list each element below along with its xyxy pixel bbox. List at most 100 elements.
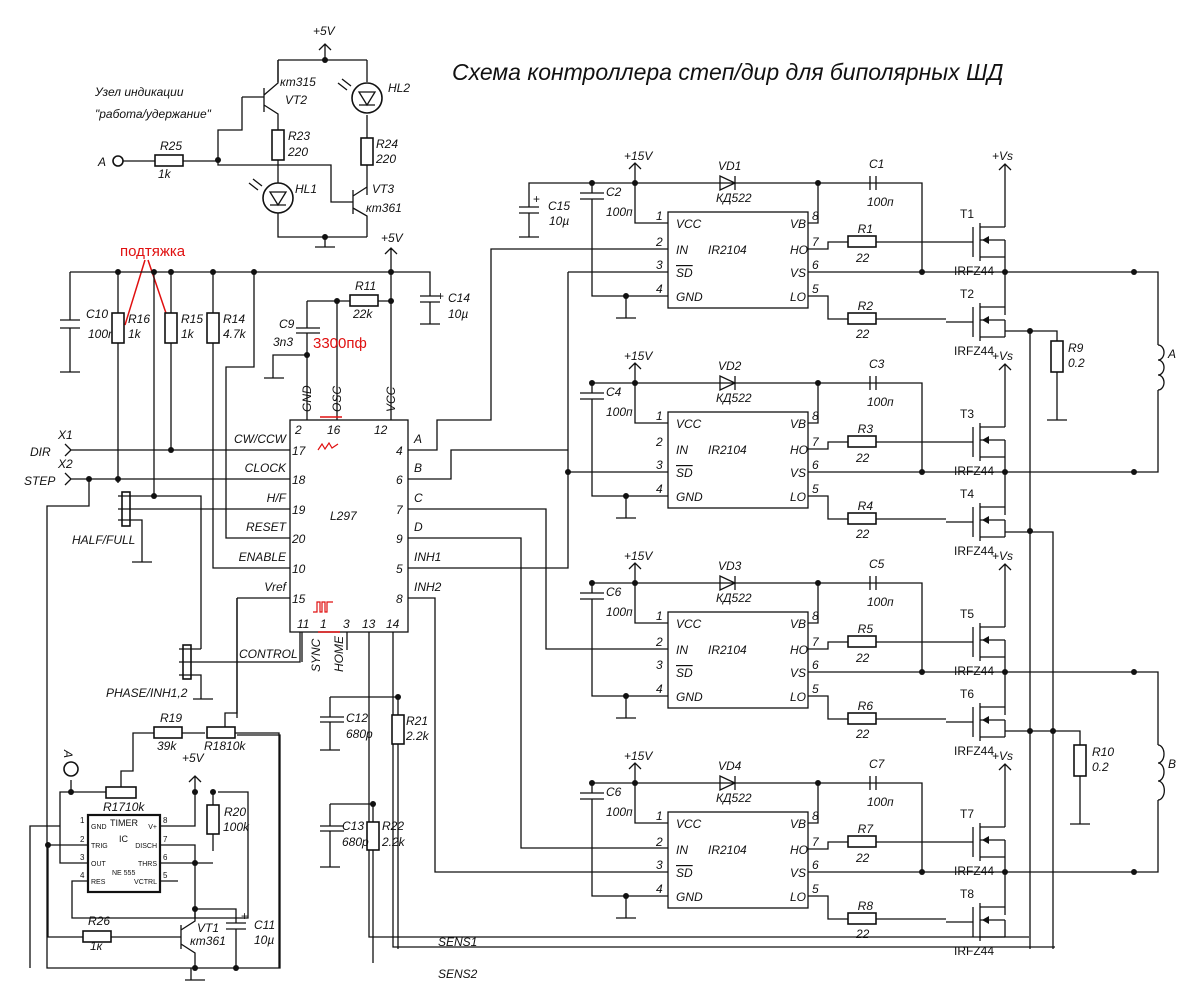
pin-number: 7 [812, 235, 820, 249]
supply-label: +15V [624, 149, 653, 163]
inputs: X1 DIR X2 STEP HALF/FULL PHASE/INH1,2 [24, 428, 301, 969]
r19-value: 39k [157, 739, 177, 753]
mosfet-icon [946, 903, 1006, 941]
diode-icon [719, 374, 737, 392]
timer-supply-label: +5V [182, 751, 205, 765]
pin-label: VB [790, 617, 806, 631]
mosfet-arrow-icon [982, 716, 989, 724]
bootstrap-cap-value: 100п [867, 395, 894, 409]
resistor-r25 [154, 154, 184, 167]
bypass-cap-value: 100п [606, 805, 633, 819]
r20-label: R20 [224, 805, 246, 819]
vs-supply-label: +Vs [992, 749, 1013, 763]
pin-label: CW/CCW [234, 432, 288, 446]
diode-type: КД522 [716, 591, 752, 605]
resistor-r9 [1050, 340, 1064, 373]
potentiometer-r17[interactable] [105, 786, 137, 799]
vt2-label: VT2 [285, 93, 307, 107]
gate-resistor-high-label: R1 [858, 222, 873, 236]
mosfet-type: IRFZ44 [954, 264, 994, 278]
pin-label: LO [790, 290, 806, 304]
r15-value: 1k [181, 327, 195, 341]
driver-wires [580, 562, 1005, 720]
gate-resistor-high [847, 835, 877, 848]
supply-label: +15V [624, 549, 653, 563]
c13-label: C13 [342, 819, 364, 833]
pin-number: 4 [656, 682, 663, 696]
x2-label: X2 [57, 457, 73, 471]
resistor-r26 [82, 930, 112, 943]
gate-resistor-high-label: R3 [858, 422, 874, 436]
pin-number: 6 [812, 858, 819, 872]
bootstrap-cap-label: C1 [869, 157, 884, 171]
vt3-type: кт361 [366, 201, 402, 215]
schematic-title: Схема контроллера степ/дир для биполярны… [452, 59, 1003, 85]
pin-number: 1 [320, 617, 327, 631]
pin-number: 4 [80, 871, 85, 880]
gate-resistor-low [847, 312, 877, 325]
r9-value: 0.2 [1068, 356, 1085, 370]
pin-number: 4 [656, 882, 663, 896]
pin-number: 1 [656, 809, 663, 823]
pin-number: 4 [656, 482, 663, 496]
motor-and-sense: A B R9 0.2 R10 0.2 [1005, 269, 1176, 949]
r21-value: 2.2k [405, 729, 430, 743]
potentiometer-r18[interactable] [206, 726, 236, 739]
hl2-label: HL2 [388, 81, 410, 95]
bootstrap-cap-label: C3 [869, 357, 885, 371]
pin-label: INH1 [414, 550, 441, 564]
c12-label: C12 [346, 711, 368, 725]
pin-label: OSC [330, 386, 344, 412]
bootstrap-cap-label: C5 [869, 557, 885, 571]
pin-label: B [414, 461, 422, 475]
resistor-r16 [111, 312, 125, 344]
r17-label: R1710k [103, 800, 145, 814]
c11-value: 10µ [254, 933, 274, 947]
supply-label-l297: +5V [381, 231, 404, 245]
gate-resistor-low-label: R2 [858, 299, 874, 313]
mosfet-arrow-icon [982, 636, 989, 644]
indicator-caption: Узел индикации [94, 85, 184, 99]
pin-label: D [414, 520, 423, 534]
ir2104-chip [667, 411, 809, 509]
x1-label: X1 [57, 428, 73, 442]
gate-resistor-low-value: 22 [855, 327, 870, 341]
pin-number: 3 [656, 658, 663, 672]
pin-number: 5 [163, 871, 168, 880]
pin-label: H/F [267, 491, 287, 505]
vt1-type: кт361 [190, 934, 226, 948]
terminal-a-label: A [97, 155, 106, 169]
pin-label: VS [790, 866, 806, 880]
mosfet-arrow-icon [982, 436, 989, 444]
pin-number: 3 [656, 858, 663, 872]
gate-resistor-high-value: 22 [855, 451, 870, 465]
pin-number: 1 [656, 609, 663, 623]
diode-type: КД522 [716, 191, 752, 205]
c14-label: C14 [448, 291, 470, 305]
mosfet-arrow-icon [982, 236, 989, 244]
vt3-label: VT3 [372, 182, 394, 196]
pin-label: SD [676, 466, 693, 480]
gate-resistor-high-value: 22 [855, 651, 870, 665]
pin-label: HO [790, 243, 808, 257]
c15-label: C15 [548, 199, 570, 213]
vs-supply-label: +Vs [992, 349, 1013, 363]
diode-icon [719, 174, 737, 192]
mosfet-icon [946, 703, 1006, 741]
gate-resistor-low [847, 912, 877, 925]
c15-capacitor: + C15 10µ [519, 182, 592, 238]
pin-number: 8 [396, 592, 403, 606]
r14-label: R14 [223, 312, 245, 326]
mosfet-type: IRFZ44 [954, 664, 994, 678]
pullup-annotation: подтяжка [120, 243, 186, 260]
diode-label: VD4 [718, 759, 742, 773]
pin-number: 4 [656, 282, 663, 296]
pin-number: 17 [292, 444, 307, 458]
timer-ic: IC [119, 834, 129, 844]
chip-name: IR2104 [708, 243, 747, 257]
driver-stage: IR21041VCC8VB2IN7HO3SD6VS4GND5LO+15VVD1К… [580, 149, 1013, 358]
pin-label: INH2 [414, 580, 442, 594]
diode-type: КД522 [716, 391, 752, 405]
mosfet-type: IRFZ44 [954, 464, 994, 478]
pin-label: LO [790, 690, 806, 704]
